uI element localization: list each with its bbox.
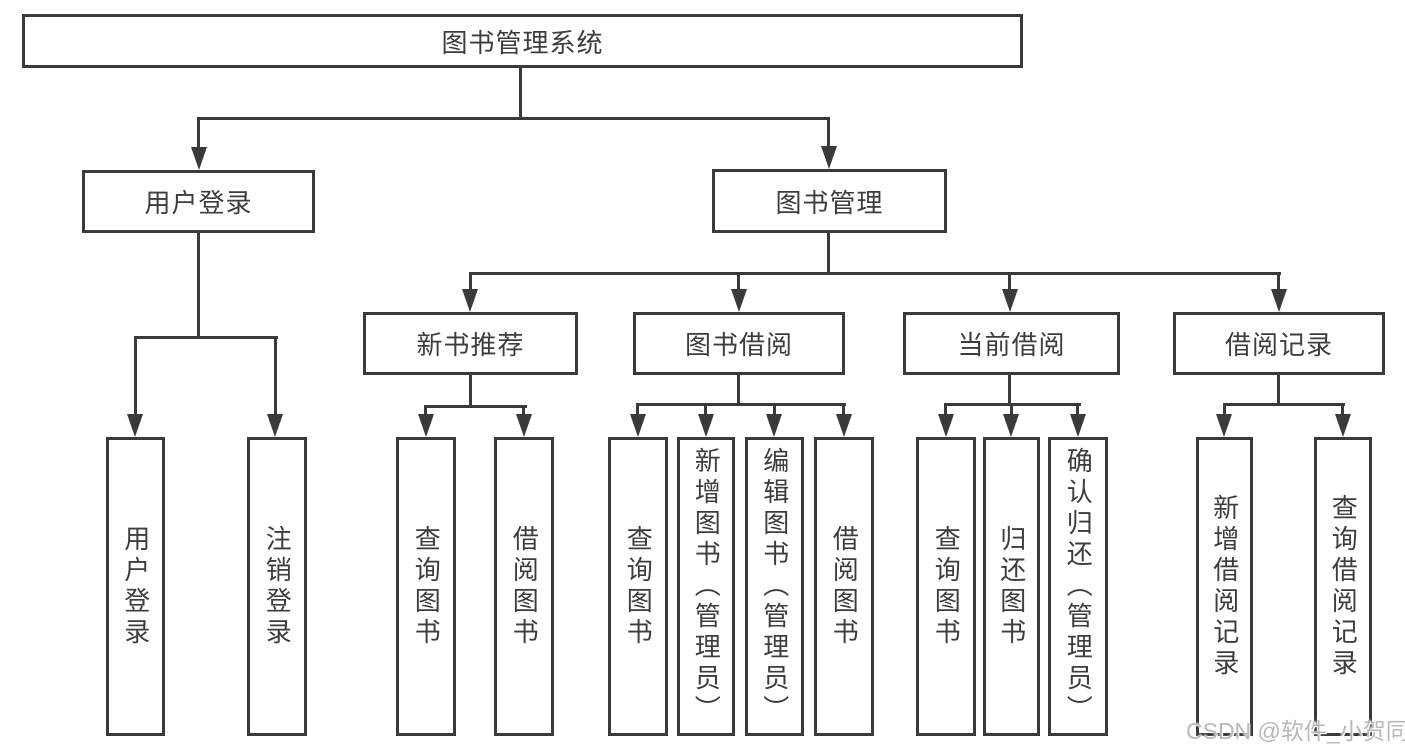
node-borrow-records-label: 借阅记录 [1224, 330, 1333, 360]
node-book-borrow: 图书借阅 [633, 312, 845, 375]
connector-line [1008, 272, 1011, 292]
leaf-borrow-books-label: 借阅图书 [829, 524, 860, 649]
leaf-query-books-current-label: 查询图书 [931, 524, 962, 649]
node-current-borrow-label: 当前借阅 [957, 330, 1066, 360]
leaf-query-books-borrow-label: 查询图书 [623, 524, 654, 649]
connector-line [519, 68, 522, 120]
leaf-query-books-recommend-label: 查询图书 [411, 524, 442, 649]
connector-line [1341, 403, 1344, 417]
node-book-borrow-label: 图书借阅 [684, 330, 793, 360]
connector-line [636, 403, 639, 417]
connector-line [469, 272, 472, 292]
leaf-confirm-return-admin-label: 确认归还（管理员） [1063, 447, 1094, 726]
connector-line [1076, 403, 1079, 417]
connector-line [1277, 375, 1280, 406]
connector-line [636, 403, 846, 406]
node-root: 图书管理系统 [22, 14, 1023, 68]
connector-line [197, 117, 200, 150]
node-borrow-records: 借阅记录 [1173, 312, 1385, 375]
arrowhead-down-icon [127, 414, 143, 437]
arrowhead-down-icon [731, 289, 747, 312]
connector-line [1277, 272, 1280, 292]
arrowhead-down-icon [938, 414, 954, 437]
connector-line [704, 403, 707, 417]
arrowhead-down-icon [1216, 414, 1232, 437]
connector-line [773, 403, 776, 417]
leaf-add-book-admin: 新增图书（管理员） [677, 437, 735, 736]
connector-line [944, 403, 947, 417]
arrowhead-down-icon [1271, 289, 1287, 312]
node-book-management: 图书管理 [712, 169, 947, 233]
leaf-user-login-label: 用户登录 [120, 524, 151, 649]
leaf-return-book-label: 归还图书 [996, 524, 1027, 649]
arrowhead-down-icon [418, 414, 434, 437]
connector-line [842, 403, 845, 417]
leaf-logout-label: 注销登录 [262, 524, 293, 649]
arrowhead-down-icon [267, 414, 283, 437]
connector-line [522, 405, 525, 417]
leaf-edit-book-admin-label: 编辑图书（管理员） [759, 447, 790, 726]
leaf-query-books-recommend: 查询图书 [396, 437, 456, 736]
connector-line [469, 272, 1281, 275]
arrowhead-down-icon [836, 414, 852, 437]
arrowhead-down-icon [191, 147, 207, 170]
connector-line [134, 336, 278, 339]
leaf-query-borrow-record-label: 查询借阅记录 [1328, 493, 1359, 680]
connector-line [197, 117, 830, 120]
connector-line [827, 233, 830, 275]
node-user-login-label: 用户登录 [144, 188, 253, 218]
arrowhead-down-icon [1070, 414, 1086, 437]
leaf-edit-book-admin: 编辑图书（管理员） [745, 437, 804, 736]
leaf-logout: 注销登录 [247, 437, 307, 736]
leaf-add-borrow-record: 新增借阅记录 [1196, 437, 1253, 736]
arrowhead-down-icon [1002, 289, 1018, 312]
connector-line [737, 375, 740, 406]
node-new-book-recommend: 新书推荐 [363, 312, 578, 375]
leaf-query-borrow-record: 查询借阅记录 [1314, 437, 1372, 736]
arrowhead-down-icon [821, 146, 837, 169]
leaf-query-books-current: 查询图书 [916, 437, 976, 736]
leaf-return-book: 归还图书 [983, 437, 1040, 736]
connector-line [827, 117, 830, 150]
arrowhead-down-icon [1335, 414, 1351, 437]
connector-line [469, 375, 472, 408]
connector-line [1008, 375, 1011, 406]
connector-line [134, 336, 137, 416]
connector-line [737, 272, 740, 292]
leaf-add-borrow-record-label: 新增借阅记录 [1209, 493, 1240, 680]
leaf-user-login: 用户登录 [106, 437, 165, 736]
leaf-borrow-books: 借阅图书 [814, 437, 874, 736]
arrowhead-down-icon [516, 414, 532, 437]
arrowhead-down-icon [462, 289, 478, 312]
node-root-label: 图书管理系统 [441, 27, 604, 58]
connector-line [1010, 403, 1013, 417]
arrowhead-down-icon [630, 414, 646, 437]
arrowhead-down-icon [698, 414, 714, 437]
csdn-watermark: CSDN @软件_小贺同学 [1186, 718, 1405, 744]
node-new-book-recommend-label: 新书推荐 [416, 330, 525, 360]
arrowhead-down-icon [1003, 414, 1019, 437]
arrowhead-down-icon [766, 414, 782, 437]
leaf-confirm-return-admin: 确认归还（管理员） [1048, 437, 1108, 736]
node-book-management-label: 图书管理 [775, 187, 884, 218]
connector-line [197, 233, 200, 339]
leaf-borrow-books-recommend-label: 借阅图书 [509, 524, 540, 649]
leaf-borrow-books-recommend: 借阅图书 [494, 437, 554, 736]
leaf-add-book-admin-label: 新增图书（管理员） [691, 447, 722, 726]
connector-line [274, 336, 277, 416]
node-current-borrow: 当前借阅 [903, 312, 1120, 375]
connector-line [424, 405, 427, 417]
connector-line [424, 405, 527, 408]
leaf-query-books-borrow: 查询图书 [608, 437, 668, 736]
connector-line [1223, 403, 1226, 417]
node-user-login: 用户登录 [82, 170, 315, 233]
connector-line [1223, 403, 1345, 406]
